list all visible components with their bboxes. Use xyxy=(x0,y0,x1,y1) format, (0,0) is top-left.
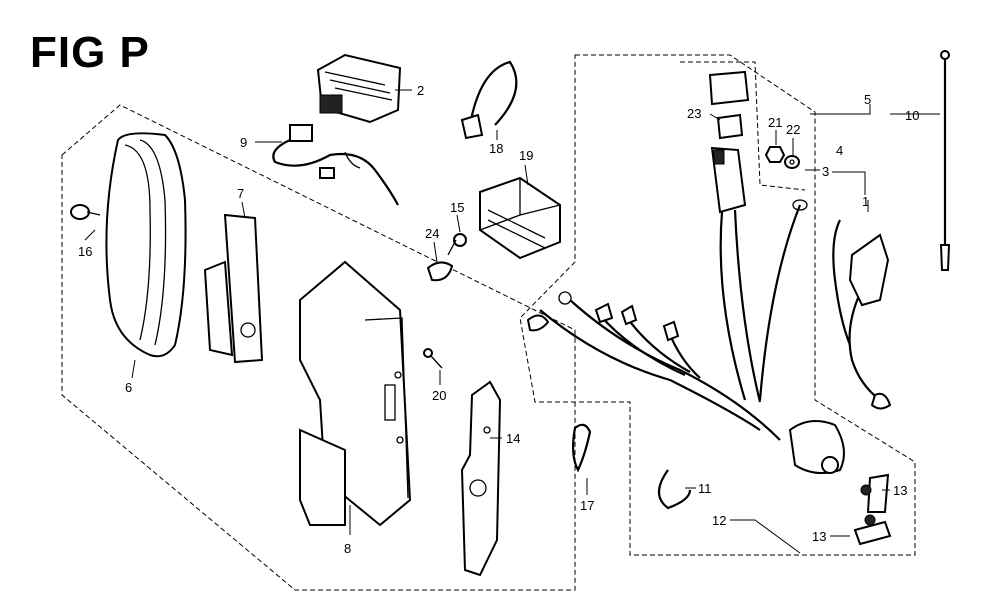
callout-23: 23 xyxy=(687,106,701,121)
fuse-holder-part-23 xyxy=(708,70,750,214)
callout-labels: 1 2 3 4 5 6 7 8 9 10 11 12 13 13 14 15 1… xyxy=(78,83,919,556)
callout-1: 1 xyxy=(862,194,869,209)
clip-part-11 xyxy=(657,469,692,510)
callout-6: 6 xyxy=(125,380,132,395)
harness-part-9 xyxy=(272,124,399,206)
regulator-part-2 xyxy=(316,53,402,124)
control-box-part-8 xyxy=(299,260,412,527)
callout-13-lower: 13 xyxy=(812,529,826,544)
clip-part-24 xyxy=(426,261,454,282)
bracket-part-7 xyxy=(203,213,264,364)
callout-20: 20 xyxy=(432,388,446,403)
callout-13-upper: 13 xyxy=(893,483,907,498)
key-part-13-upper xyxy=(860,473,890,513)
callout-7: 7 xyxy=(237,186,244,201)
screw-part-20 xyxy=(423,348,443,369)
callout-3: 3 xyxy=(822,164,829,179)
washer-part-22 xyxy=(784,155,800,169)
callout-4: 4 xyxy=(836,143,843,158)
callout-24: 24 xyxy=(425,226,439,241)
callout-16: 16 xyxy=(78,244,92,259)
harness-assembly-outline xyxy=(519,54,916,556)
key-part-13-lower xyxy=(853,514,892,546)
switch-part-1 xyxy=(832,219,892,410)
callout-11: 11 xyxy=(698,481,712,496)
main-harness-part-12 xyxy=(526,199,845,475)
callout-9: 9 xyxy=(240,135,247,150)
callout-8: 8 xyxy=(344,541,351,556)
callout-19: 19 xyxy=(519,148,533,163)
nut-part-21 xyxy=(764,146,786,163)
callout-14: 14 xyxy=(506,431,520,446)
bolt-part-15 xyxy=(447,233,467,256)
cover-part-6 xyxy=(105,132,187,358)
leader-lines xyxy=(84,89,940,554)
clip-part-17 xyxy=(571,423,592,473)
callout-2: 2 xyxy=(417,83,424,98)
block-part-19 xyxy=(479,176,561,260)
callout-5: 5 xyxy=(864,92,871,107)
callout-10: 10 xyxy=(905,108,919,123)
plate-part-14 xyxy=(460,380,502,577)
callout-15: 15 xyxy=(450,200,464,215)
bolt-part-16 xyxy=(70,204,101,220)
callout-22: 22 xyxy=(786,122,800,137)
callout-21: 21 xyxy=(768,115,782,130)
figure-title: FIG P xyxy=(30,28,150,77)
probe-part-10 xyxy=(939,50,951,271)
inner-harness-outline xyxy=(680,61,806,191)
band-part-18 xyxy=(460,60,518,140)
callout-18: 18 xyxy=(489,141,503,156)
left-assembly-outline xyxy=(61,104,576,591)
callout-12: 12 xyxy=(712,513,726,528)
callout-17: 17 xyxy=(580,498,594,513)
